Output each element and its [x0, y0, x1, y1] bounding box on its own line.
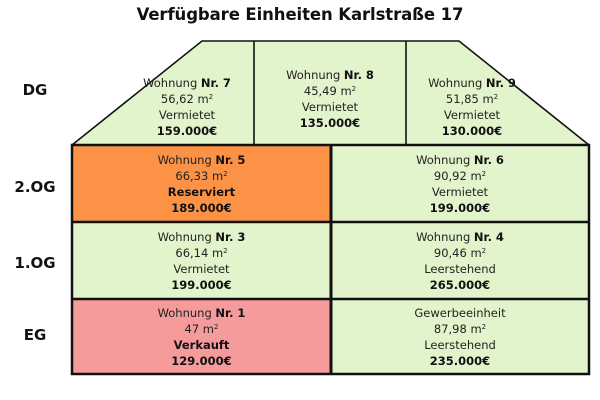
unit-status: Reserviert: [167, 184, 236, 199]
unit-prefix: Wohnung: [428, 76, 483, 90]
unit-number: Nr. 1: [215, 305, 246, 320]
unit-status: Vermietet: [431, 184, 489, 199]
unit-area-sup: 2: [481, 246, 487, 255]
unit-prefix: Wohnung: [157, 229, 212, 244]
unit-price: 189.000€: [171, 200, 232, 215]
unit-area-sup: 2: [493, 93, 499, 101]
unit-area-sup: 2: [223, 169, 228, 178]
unit-area-value: 47 m: [184, 321, 215, 336]
unit-area-value: 45,49 m: [303, 84, 352, 98]
unit-area-sup: 2: [214, 322, 219, 331]
unit-area-sup: 2: [208, 93, 214, 101]
unit-status: Vermietet: [443, 108, 501, 122]
unit-area: 66,14 m2: [175, 245, 227, 261]
unit-nr5[interactable]: Wohnung Nr. 5 66,33 m2 Reserviert 189.00…: [72, 147, 331, 220]
unit-prefix: Wohnung: [143, 76, 198, 90]
floor-label-eg: EG: [23, 326, 47, 344]
unit-number: Nr. 8: [343, 68, 374, 82]
unit-area-value: 56,62 m: [160, 92, 209, 106]
unit-number: Nr. 5: [215, 152, 246, 167]
unit-title: Wohnung Nr. 5: [158, 152, 246, 168]
unit-5-fill: [72, 145, 331, 222]
unit-area-sup: 2: [351, 85, 357, 93]
unit-number: Nr. 6: [473, 152, 504, 167]
unit-title: Wohnung Nr. 6: [416, 152, 504, 168]
unit-price: 265.000€: [429, 277, 491, 292]
unit-prefix: Wohnung: [416, 152, 471, 167]
floor-label-1og: 1.OG: [14, 254, 56, 272]
unit-nr8[interactable]: Wohnung Nr. 8 45,49 m2 Vermietet 135.000…: [254, 64, 406, 134]
unit-prefix: Gewerbeeinheit: [414, 305, 506, 320]
unit-prefix: Wohnung: [157, 305, 212, 320]
unit-nr7[interactable]: Wohnung Nr. 7 56,62 m2 Vermietet 159.000…: [120, 72, 254, 142]
unit-title: Gewerbeeinheit: [414, 305, 505, 321]
diagram-title: Verfügbare Einheiten Karlstraße 17: [136, 5, 464, 24]
unit-status: Vermietet: [301, 100, 359, 114]
unit-prefix: Wohnung: [286, 68, 341, 82]
unit-4-fill: [331, 222, 589, 299]
unit-area-sup: 2: [481, 169, 487, 178]
unit-area-value: 66,33 m: [175, 168, 224, 183]
unit-status: Vermietet: [158, 108, 216, 122]
unit-status: Leerstehend: [424, 337, 496, 352]
unit-area-sup: 2: [223, 246, 228, 255]
unit-prefix: Wohnung: [416, 229, 471, 244]
unit-title: Wohnung Nr. 9: [428, 75, 516, 91]
unit-area: 51,85 m2: [446, 91, 498, 107]
unit-price: 159.000€: [156, 124, 218, 138]
unit-title: Wohnung Nr. 8: [286, 67, 374, 83]
unit-number: Nr. 4: [473, 229, 504, 244]
unit-number: Nr. 9: [485, 76, 516, 90]
unit-area: 90,92 m2: [434, 168, 486, 184]
unit-6-fill: [331, 145, 589, 222]
unit-area: 56,62 m2: [161, 91, 213, 107]
unit-title: Wohnung Nr. 3: [158, 229, 246, 245]
unit-area-sup: 2: [481, 322, 487, 331]
unit-number: Nr. 7: [200, 76, 231, 90]
unit-title: Wohnung Nr. 4: [416, 229, 504, 245]
unit-price: 199.000€: [171, 277, 232, 292]
unit-1-fill: [72, 299, 331, 374]
unit-status: Verkauft: [173, 337, 230, 352]
roof-shape: [72, 41, 589, 145]
unit-price: 130.000€: [441, 124, 503, 138]
unit-area-value: 90,92 m: [433, 168, 482, 183]
unit-area: 66,33 m2: [175, 168, 227, 184]
unit-area: 47 m2: [185, 321, 219, 337]
unit-area-value: 66,14 m: [175, 245, 224, 260]
unit-nr6[interactable]: Wohnung Nr. 6 90,92 m2 Vermietet 199.000…: [331, 147, 589, 220]
unit-number: Nr. 3: [215, 229, 246, 244]
unit-nr9[interactable]: Wohnung Nr. 9 51,85 m2 Vermietet 130.000…: [406, 72, 538, 142]
unit-area-value: 51,85 m: [445, 92, 494, 106]
unit-status: Vermietet: [173, 261, 230, 276]
roof-outline: [71, 40, 590, 146]
floor-label-2og: 2.OG: [14, 178, 56, 196]
unit-price: 135.000€: [299, 116, 361, 130]
floor-label-dg: DG: [22, 81, 48, 99]
unit-area: 87,98 m2: [434, 321, 486, 337]
unit-gewerbe[interactable]: Gewerbeeinheit 87,98 m2 Leerstehend 235.…: [331, 301, 589, 372]
unit-gewerbe-fill: [331, 299, 589, 374]
unit-price: 129.000€: [171, 353, 232, 368]
unit-title: Wohnung Nr. 1: [158, 305, 246, 321]
unit-title: Wohnung Nr. 7: [143, 75, 231, 91]
unit-area-value: 87,98 m: [433, 321, 482, 336]
unit-nr3[interactable]: Wohnung Nr. 3 66,14 m2 Vermietet 199.000…: [72, 224, 331, 297]
unit-prefix: Wohnung: [157, 152, 212, 167]
unit-price: 235.000€: [429, 353, 491, 368]
unit-area: 45,49 m2: [304, 83, 356, 99]
unit-area: 90,46 m2: [434, 245, 486, 261]
unit-3-fill: [72, 222, 331, 299]
unit-nr1[interactable]: Wohnung Nr. 1 47 m2 Verkauft 129.000€: [72, 301, 331, 372]
unit-status: Leerstehend: [424, 261, 496, 276]
unit-nr4[interactable]: Wohnung Nr. 4 90,46 m2 Leerstehend 265.0…: [331, 224, 589, 297]
unit-price: 199.000€: [429, 200, 491, 215]
unit-area-value: 90,46 m: [433, 245, 482, 260]
